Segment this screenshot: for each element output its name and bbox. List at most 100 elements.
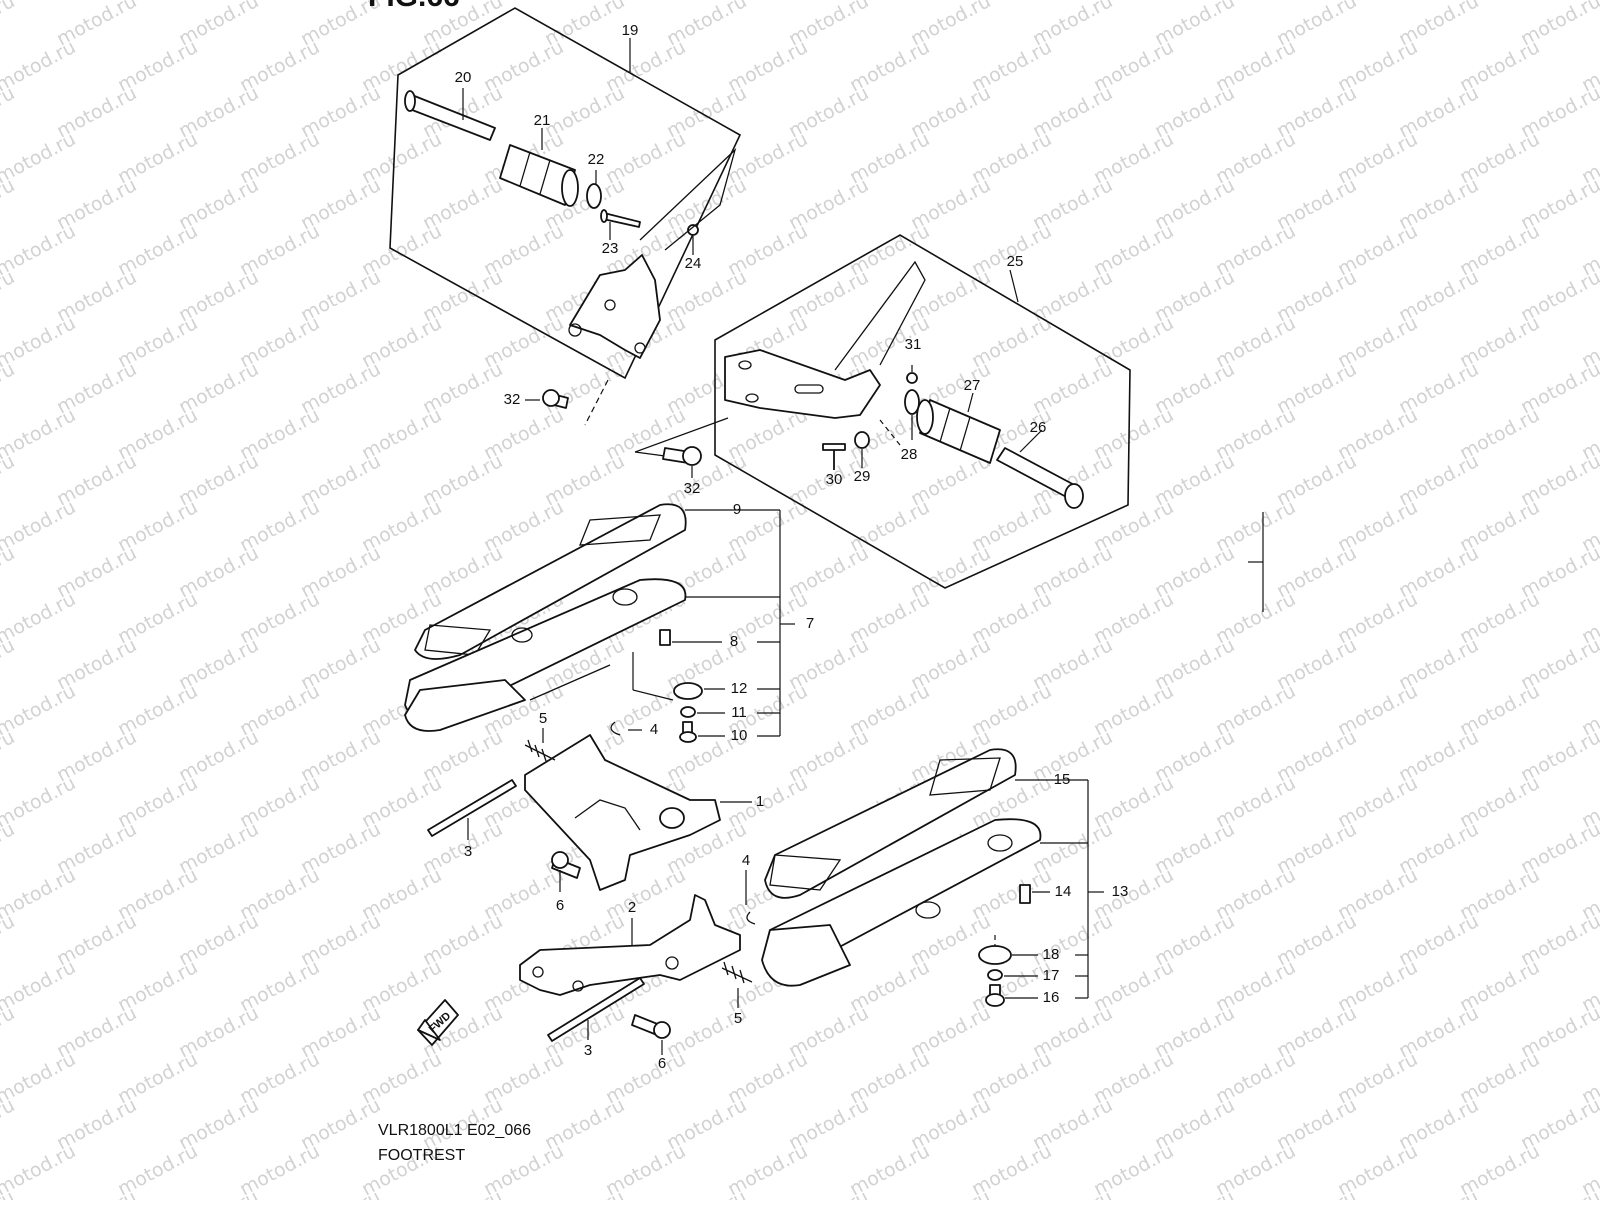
part-6-bolt-lower bbox=[631, 1014, 671, 1055]
part-16-bolt bbox=[985, 984, 1038, 1007]
part-3-pivot-rod-lower bbox=[547, 977, 645, 1042]
callout-25: 25 bbox=[1007, 253, 1024, 270]
watermark-text: motod.ru bbox=[0, 404, 79, 464]
callout-17: 17 bbox=[1043, 967, 1060, 984]
watermark-text: motod.ru bbox=[1395, 1186, 1482, 1200]
watermark-text: motod.ru bbox=[53, 1186, 140, 1200]
floorboard-lower-plate bbox=[404, 664, 611, 732]
callout-bracket-13 bbox=[1015, 779, 1104, 999]
callout-8: 8 bbox=[730, 633, 738, 650]
assembly-box-19 bbox=[389, 7, 742, 380]
callout-23: 23 bbox=[602, 240, 619, 257]
watermark-text: motod.ru bbox=[1578, 0, 1600, 4]
callout-14: 14 bbox=[1055, 883, 1072, 900]
callout-10: 10 bbox=[731, 727, 748, 744]
callout-2: 2 bbox=[628, 899, 636, 916]
watermark-text: motod.ru bbox=[0, 542, 18, 602]
part-23-pin bbox=[600, 209, 641, 240]
part-6-bolt-upper bbox=[551, 851, 581, 892]
watermark-text: motod.ru bbox=[1151, 1186, 1238, 1200]
callout-32-upper: 32 bbox=[504, 391, 521, 408]
figure-caption: FOOTREST bbox=[378, 1147, 466, 1164]
part-27-footpeg-rubber bbox=[916, 392, 1001, 464]
part-24-clip bbox=[687, 224, 699, 255]
part-4-clip-lower bbox=[745, 870, 756, 925]
watermark-text: motod.ru bbox=[0, 588, 79, 648]
callout-11: 11 bbox=[731, 704, 747, 721]
part-19-footrest-bracket bbox=[568, 147, 737, 359]
part-25-footrest-bracket bbox=[724, 260, 926, 419]
callout-18: 18 bbox=[1043, 946, 1060, 963]
callout-7: 7 bbox=[806, 615, 814, 632]
watermark-text: motod.ru bbox=[0, 36, 79, 96]
part-10-bolt bbox=[679, 721, 725, 743]
callout-1: 1 bbox=[756, 793, 764, 810]
part-5-spring-upper bbox=[524, 728, 556, 762]
callout-27: 27 bbox=[964, 377, 981, 394]
part-22-washer bbox=[586, 170, 602, 209]
watermark-text: motod.ru bbox=[907, 1186, 994, 1200]
part-26-shaft bbox=[996, 429, 1084, 509]
part-11-washer bbox=[680, 706, 725, 718]
part-4-clip-upper bbox=[610, 721, 642, 736]
watermark-text: motod.ru bbox=[297, 1186, 384, 1200]
watermark-text: motod.ru bbox=[0, 1094, 18, 1154]
callout-28: 28 bbox=[901, 446, 918, 463]
callout-19: 19 bbox=[622, 22, 639, 39]
figure-title: FIG.66 bbox=[368, 0, 460, 14]
watermark-text: motod.ru bbox=[0, 358, 18, 418]
watermark-text: motod.ru bbox=[0, 266, 18, 326]
scan-edge-marks bbox=[1248, 512, 1264, 612]
floorboard-right-lower-plate bbox=[761, 924, 851, 987]
watermark-text: motod.ru bbox=[0, 1002, 18, 1062]
part-21-footpeg-rubber bbox=[499, 128, 579, 207]
callout-bracket-7 bbox=[685, 509, 795, 737]
callout-32-lower: 32 bbox=[684, 480, 701, 497]
part-17-washer bbox=[987, 969, 1038, 981]
watermark-text: motod.ru bbox=[0, 0, 18, 50]
model-code: VLR1800L1 E02_066 bbox=[378, 1122, 532, 1139]
part-3-pivot-rod-upper bbox=[427, 779, 517, 840]
part-18-washer bbox=[978, 945, 1038, 965]
callout-12: 12 bbox=[731, 680, 748, 697]
watermark-text: motod.ru bbox=[0, 82, 18, 142]
part-32-bolt-lower bbox=[662, 446, 702, 478]
part-32-bolt-upper bbox=[525, 389, 569, 409]
callout-22: 22 bbox=[588, 151, 605, 168]
watermark-text: motod.ru bbox=[0, 496, 79, 556]
part-5-spring-lower bbox=[721, 961, 753, 1008]
callout-4-lower: 4 bbox=[742, 852, 750, 869]
callout-15: 15 bbox=[1054, 771, 1071, 788]
part-8-bolt bbox=[659, 629, 722, 646]
callout-26: 26 bbox=[1030, 419, 1047, 436]
watermark-text: motod.ru bbox=[0, 1140, 79, 1200]
callout-labels: 19 20 21 22 23 24 32 25 31 27 26 28 29 3… bbox=[455, 22, 1129, 1072]
assembly-box-25 bbox=[714, 234, 1131, 589]
callout-4-upper: 4 bbox=[650, 721, 658, 738]
watermark-text: motod.ru bbox=[0, 220, 79, 280]
watermark-text: motod.ru bbox=[0, 818, 18, 878]
watermark-text: motod.ru bbox=[0, 956, 79, 1016]
callout-24: 24 bbox=[685, 255, 702, 272]
callout-6-lower: 6 bbox=[658, 1055, 666, 1072]
watermark-text: motod.ru bbox=[0, 174, 18, 234]
watermark-text: motod.ru bbox=[0, 910, 18, 970]
part-15-floorboard-rubber bbox=[764, 748, 1017, 899]
watermark-text: motod.ru bbox=[663, 1186, 750, 1200]
watermark-text: motod.ru bbox=[1273, 1186, 1360, 1200]
part-12-washer bbox=[673, 682, 725, 700]
callout-13: 13 bbox=[1112, 883, 1129, 900]
part-28-washer bbox=[904, 389, 920, 440]
watermark-text: motod.ru bbox=[0, 772, 79, 832]
callout-3-lower: 3 bbox=[584, 1042, 592, 1059]
callout-3-upper: 3 bbox=[464, 843, 472, 860]
part-20-shaft bbox=[404, 88, 496, 141]
part-31-clip bbox=[906, 365, 918, 384]
watermark-text: motod.ru bbox=[0, 450, 18, 510]
part-30-pin bbox=[822, 443, 846, 470]
watermark-text: motod.ru bbox=[419, 1186, 506, 1200]
watermark-text: motod.ru bbox=[0, 634, 18, 694]
